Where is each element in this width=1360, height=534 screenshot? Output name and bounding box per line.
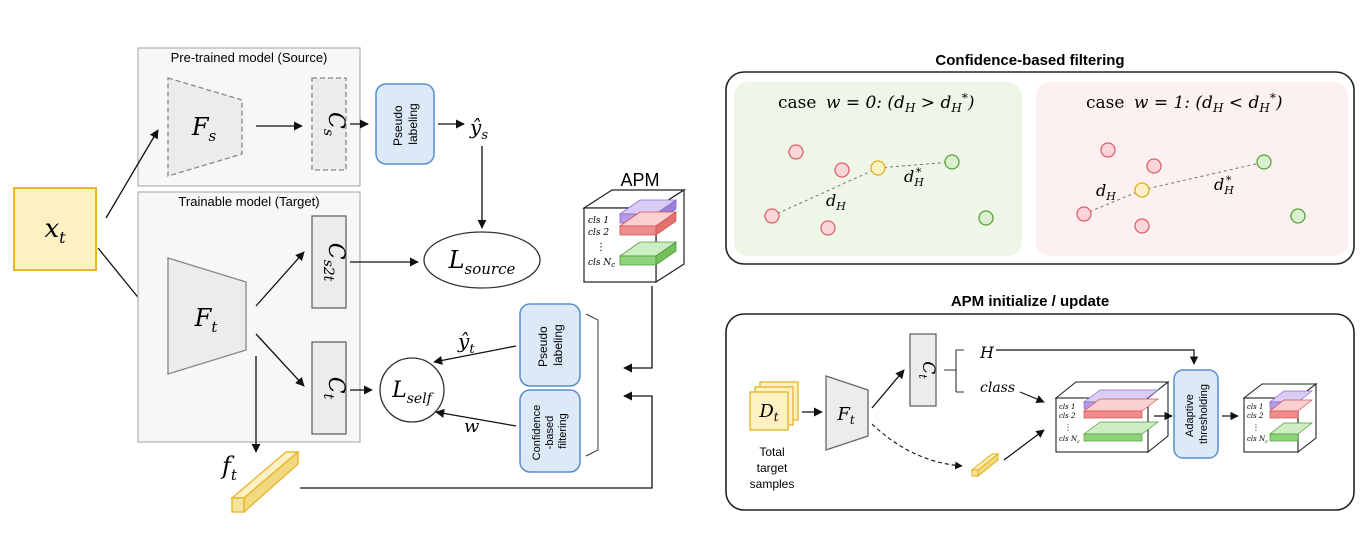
svg-text:Ct: Ct <box>320 377 348 400</box>
svg-text:Fs: Fs <box>191 113 217 145</box>
apm-left-green-bar <box>618 241 678 266</box>
filtering-panel-title: Confidence-based filtering <box>935 52 1124 69</box>
cs2t-classifier: Cs2t <box>311 215 348 309</box>
svg-text:Ft: Ft <box>836 404 855 427</box>
fs-encoder: Fs <box>167 77 243 177</box>
apm-panel-title: APM initialize / update <box>951 293 1109 310</box>
svg-text:Lsource: Lsource <box>448 246 516 278</box>
svg-text:ft: ft <box>220 452 238 484</box>
apm-panel-feature-bar <box>970 452 1000 478</box>
apm-title: APM <box>620 170 659 190</box>
w-label: w <box>464 416 480 437</box>
svg-text:cls 1: cls 1 <box>588 216 609 226</box>
apm-left-red-bar <box>618 211 678 236</box>
ft-encoder: Ft <box>167 257 247 375</box>
h-label: H <box>979 343 995 362</box>
svg-text:cls 2: cls 2 <box>588 228 609 238</box>
svg-text:Adaptive thresholding: Adaptive thresholding <box>1184 384 1210 444</box>
svg-text:cls 1: cls 1 <box>1059 403 1075 411</box>
svg-text:Lself: Lself <box>391 378 435 407</box>
svg-text:Cs2t: Cs2t <box>320 243 348 282</box>
case0-scatter: dH dH* <box>764 144 994 236</box>
svg-text:Pseudo labeling: Pseudo labeling <box>536 323 565 367</box>
l-source-node: Lsource <box>423 231 541 289</box>
svg-text:target: target <box>757 461 788 475</box>
dt-stack: Dt Total target samples <box>749 381 799 491</box>
svg-text:cls Nc: cls Nc <box>588 258 615 269</box>
pseudo-labeling-bottom-box: Pseudo labeling <box>519 303 581 387</box>
svg-text:Cs: Cs <box>320 112 348 136</box>
svg-text:Total: Total <box>759 445 784 459</box>
ft-feature-bar: ft <box>220 450 300 514</box>
svg-text:Ct: Ct <box>916 361 938 379</box>
svg-text:Confidence -based: Confidence -based filtering <box>531 402 569 461</box>
svg-text:cls Nc: cls Nc <box>1059 435 1080 445</box>
confidence-filter-box: Confidence -based filtering <box>519 389 581 473</box>
svg-text:dH: dH <box>1096 181 1116 203</box>
apm-panel-cube-output: cls 1 cls 2 ⋮ cls Nc <box>1242 382 1318 454</box>
target-group-title: Trainable model (Target) <box>178 194 319 209</box>
adaptive-thresholding-box: Adaptive thresholding <box>1173 369 1219 459</box>
svg-text:dH*: dH* <box>1214 174 1234 197</box>
svg-text:Ft: Ft <box>194 304 219 336</box>
svg-text:⋮: ⋮ <box>1252 423 1260 432</box>
cs-classifier: Cs <box>311 77 348 171</box>
input-xt-box: xt <box>13 187 97 271</box>
case0-label: case w = 0: (dH > dH*) <box>778 91 974 115</box>
pseudo-labeling-top-box: Pseudo labeling <box>375 83 435 165</box>
case1-region <box>1036 82 1348 256</box>
svg-text:dH: dH <box>826 191 846 213</box>
apm-cube-left: APM cls 1 cls 2 ⋮ cls Nc <box>581 170 687 284</box>
svg-text:cls 2: cls 2 <box>1247 412 1264 420</box>
apm-panel-ft-encoder: Ft <box>825 375 869 451</box>
apm-panel-ct-classifier: Ct <box>909 333 938 407</box>
svg-text:cls Nc: cls Nc <box>1247 435 1268 445</box>
source-group-title: Pre-trained model (Source) <box>171 50 328 65</box>
svg-text:cls 1: cls 1 <box>1247 403 1263 411</box>
svg-text:Dt: Dt <box>758 401 778 424</box>
ys-hat-label: ŷs <box>469 115 488 143</box>
class-label: class <box>980 380 1015 396</box>
svg-text:⋮: ⋮ <box>1064 423 1072 432</box>
case1-scatter: dH dH* <box>1076 142 1306 234</box>
svg-text:Pseudo labeling: Pseudo labeling <box>391 102 420 146</box>
ct-classifier: Ct <box>311 341 348 435</box>
svg-text:cls 2: cls 2 <box>1059 412 1076 420</box>
l-self-node: Lself <box>379 357 445 423</box>
svg-text:dH*: dH* <box>904 166 924 189</box>
apm-panel-cube-main: cls 1 cls 2 ⋮ cls Nc <box>1054 380 1170 454</box>
svg-text:xt: xt <box>44 214 66 247</box>
svg-text:⋮: ⋮ <box>596 242 606 253</box>
svg-text:samples: samples <box>750 477 795 491</box>
yt-hat-label: ŷt <box>457 329 475 357</box>
case1-label: case w = 1: (dH < dH*) <box>1086 91 1282 115</box>
